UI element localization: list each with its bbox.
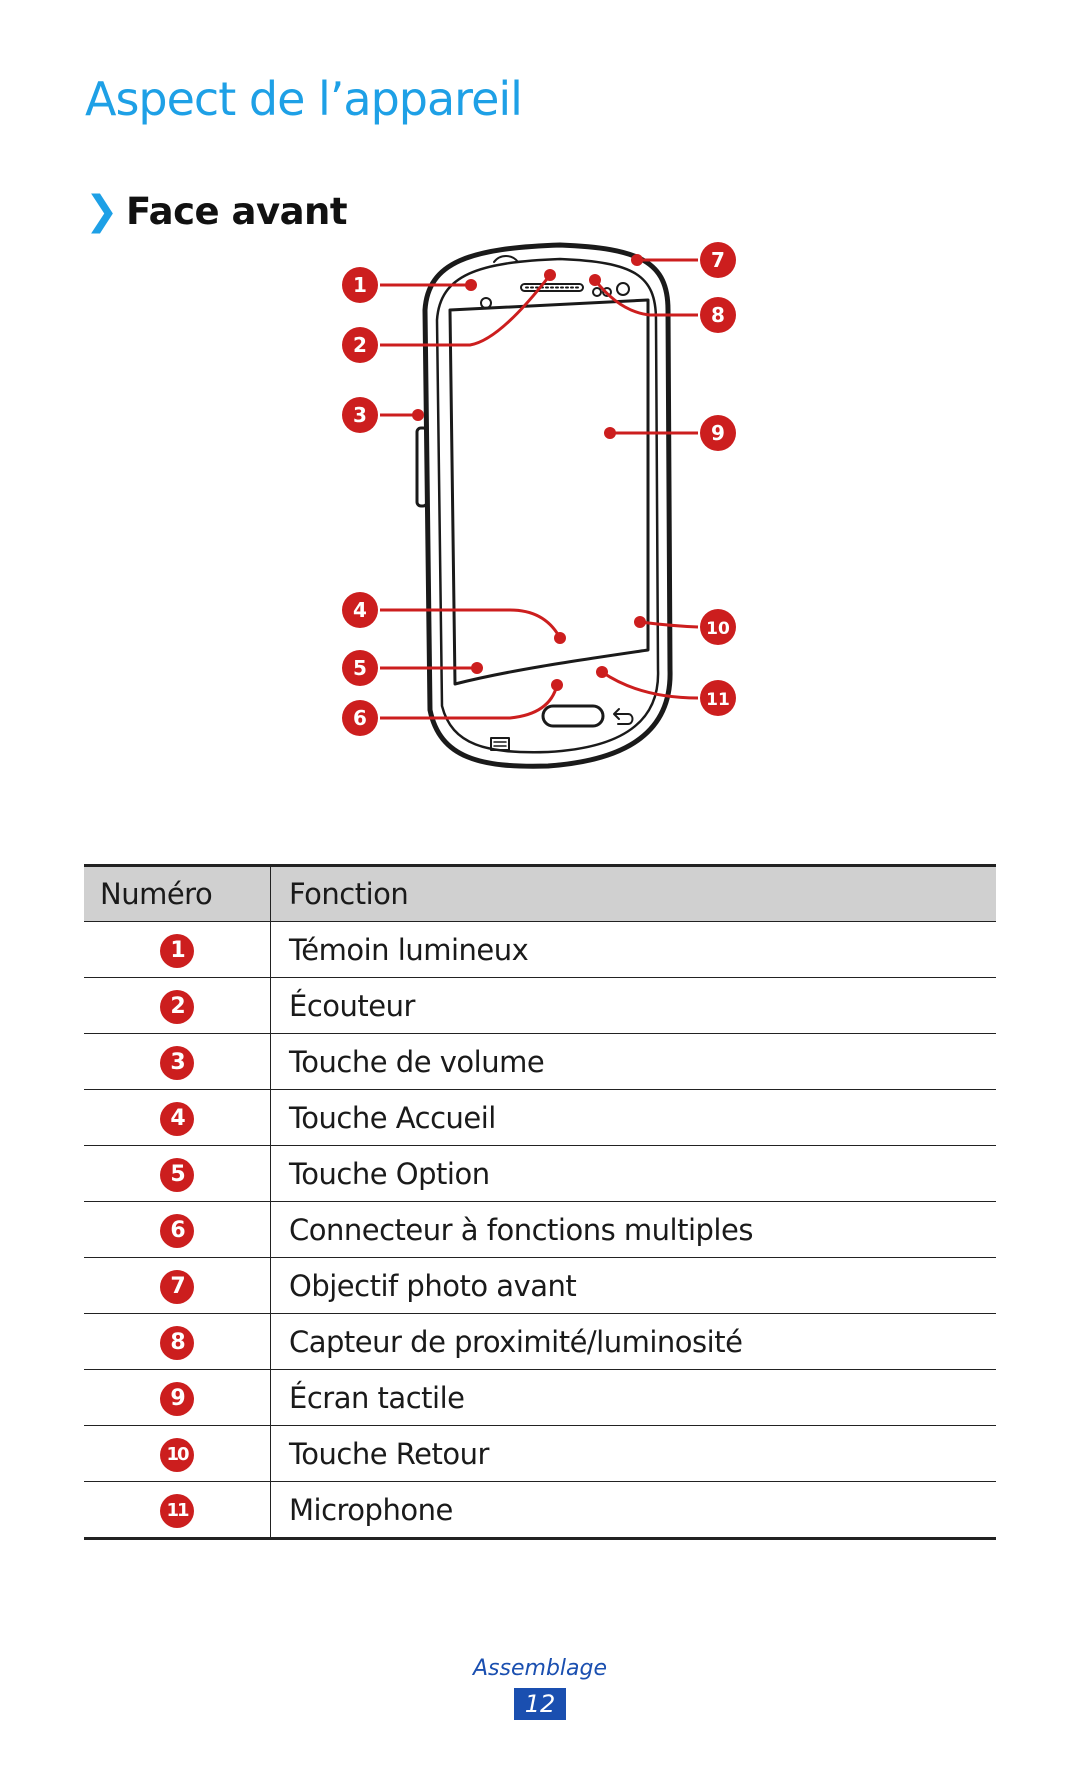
svg-text:2: 2	[353, 333, 367, 357]
function-label: Touche de volume	[270, 1033, 996, 1090]
header-number: Numéro	[84, 864, 271, 922]
page-title: Aspect de l’appareil	[85, 72, 523, 126]
number-badge: 5	[160, 1157, 194, 1192]
callout-7: 7	[700, 242, 736, 278]
callout-9: 9	[700, 415, 736, 451]
phone-illustration	[415, 242, 673, 769]
svg-text:9: 9	[711, 421, 725, 445]
number-badge: 9	[160, 1381, 194, 1416]
chevron-right-icon: ❯	[85, 188, 119, 234]
header-function: Fonction	[270, 864, 996, 922]
function-label: Connecteur à fonctions multiples	[270, 1201, 996, 1258]
section-heading: ❯ Face avant	[85, 188, 348, 234]
svg-text:3: 3	[353, 403, 367, 427]
footer-section-name: Assemblage	[473, 1656, 607, 1681]
table-row: 1 Témoin lumineux	[84, 921, 996, 978]
callout-5: 5	[342, 650, 378, 686]
number-badge: 10	[160, 1437, 194, 1472]
callout-4: 4	[342, 592, 378, 628]
callout-badges: 1 2 3 4 5 6 7 8 9 10 11	[342, 242, 736, 736]
table-row: 5 Touche Option	[84, 1145, 996, 1202]
callout-dots	[412, 254, 646, 691]
table-row: 8 Capteur de proximité/luminosité	[84, 1313, 996, 1370]
function-label: Capteur de proximité/luminosité	[270, 1313, 996, 1370]
svg-text:8: 8	[711, 303, 725, 327]
svg-text:11: 11	[706, 690, 730, 710]
function-label: Objectif photo avant	[270, 1257, 996, 1314]
function-label: Microphone	[270, 1481, 996, 1540]
svg-text:7: 7	[711, 248, 725, 272]
table-row: 6 Connecteur à fonctions multiples	[84, 1201, 996, 1258]
page-number: 12	[514, 1688, 566, 1720]
number-badge: 6	[160, 1213, 194, 1248]
function-label: Écran tactile	[270, 1369, 996, 1426]
table-row: 7 Objectif photo avant	[84, 1257, 996, 1314]
svg-text:10: 10	[706, 619, 730, 639]
callout-11: 11	[700, 680, 736, 716]
function-label: Touche Retour	[270, 1425, 996, 1482]
callout-2: 2	[342, 327, 378, 363]
function-label: Témoin lumineux	[270, 921, 996, 978]
svg-text:1: 1	[353, 273, 367, 297]
function-label: Touche Accueil	[270, 1089, 996, 1146]
number-badge: 3	[160, 1045, 194, 1080]
section-title: Face avant	[126, 189, 348, 233]
number-badge: 4	[160, 1101, 194, 1136]
table-row: 3 Touche de volume	[84, 1033, 996, 1090]
table-row: 4 Touche Accueil	[84, 1089, 996, 1146]
table-row: 11 Microphone	[84, 1481, 996, 1540]
svg-text:5: 5	[353, 656, 367, 680]
function-label: Touche Option	[270, 1145, 996, 1202]
callout-8: 8	[700, 297, 736, 333]
function-label: Écouteur	[270, 977, 996, 1034]
number-badge: 11	[160, 1493, 194, 1528]
callout-1: 1	[342, 267, 378, 303]
number-badge: 2	[160, 989, 194, 1024]
callout-3: 3	[342, 397, 378, 433]
number-badge: 8	[160, 1325, 194, 1360]
callout-6: 6	[342, 700, 378, 736]
number-badge: 1	[160, 933, 194, 968]
svg-text:4: 4	[353, 598, 367, 622]
callout-leaders	[380, 258, 699, 720]
callout-10: 10	[700, 609, 736, 645]
number-badge: 7	[160, 1269, 194, 1304]
table-row: 10 Touche Retour	[84, 1425, 996, 1482]
phone-front-diagram: 1 2 3 4 5 6 7 8 9 10 11	[342, 242, 736, 769]
svg-text:6: 6	[353, 706, 367, 730]
function-table: Numéro Fonction 1 Témoin lumineux 2 Écoute…	[84, 864, 996, 1540]
table-header-row: Numéro Fonction	[84, 864, 996, 922]
table-row: 2 Écouteur	[84, 977, 996, 1034]
table-row: 9 Écran tactile	[84, 1369, 996, 1426]
